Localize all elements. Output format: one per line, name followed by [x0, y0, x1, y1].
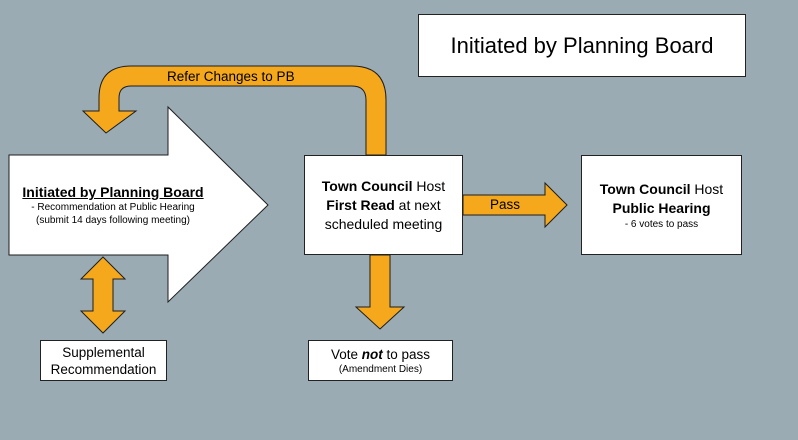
pass-label: Pass — [490, 197, 521, 212]
refer-changes-arrow — [81, 65, 387, 156]
title-text: Initiated by Planning Board — [450, 32, 714, 58]
first-read-l2-bold: First Read — [326, 196, 395, 213]
supplemental-l1: Supplemental — [62, 344, 145, 360]
supplemental-double-arrow — [79, 256, 127, 334]
vote-down-arrow — [354, 254, 406, 330]
supplemental-box: Supplemental Recommendation — [40, 340, 167, 381]
first-read-l1-bold: Town Council — [321, 177, 413, 194]
hearing-l1-rest: Host — [690, 180, 724, 197]
first-read-l3: scheduled meeting — [324, 215, 443, 232]
title-box: Initiated by Planning Board — [418, 14, 746, 77]
hearing-l1-bold: Town Council — [599, 180, 691, 197]
hearing-l3: - 6 votes to pass — [624, 218, 699, 230]
planning-board-line1: - Recommendation at Public Hearing — [31, 202, 195, 213]
first-read-l1-rest: Host — [412, 177, 446, 194]
vote-post: to pass — [382, 346, 431, 362]
refer-label: Refer Changes to PB — [167, 69, 295, 84]
planning-board-title: Initiated by Planning Board — [22, 184, 204, 200]
vote-emph: not — [361, 346, 383, 362]
planning-board-arrow-shape — [8, 105, 269, 304]
vote-l2: (Amendment Dies) — [338, 363, 423, 375]
planning-board-line2: (submit 14 days following meeting) — [36, 215, 190, 226]
vote-pre: Vote — [330, 346, 362, 362]
first-read-box: Town Council Host First Read at next sch… — [304, 155, 463, 255]
public-hearing-box: Town Council Host Public Hearing - 6 vot… — [581, 155, 742, 255]
planning-board-arrow-text: Initiated by Planning Board - Recommenda… — [8, 183, 218, 227]
pass-arrow — [462, 181, 568, 229]
vote-box: Vote not to pass (Amendment Dies) — [308, 340, 453, 381]
supplemental-l2: Recommendation — [50, 361, 157, 377]
hearing-l2-bold: Public Hearing — [612, 199, 711, 216]
first-read-l2-rest: at next — [394, 196, 441, 213]
